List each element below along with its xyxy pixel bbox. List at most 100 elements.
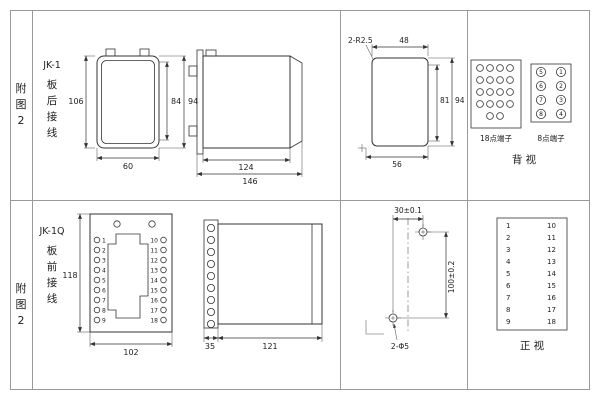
- dim-102: 102: [123, 348, 138, 357]
- terminal-number-table: 1 2 3 4 5 6 7 8 9 10 11 12 13 14 15 16 1…: [496, 217, 568, 352]
- table-cell: 10: [547, 222, 556, 230]
- table-box: [496, 217, 568, 331]
- terminal-18pt-circles: [476, 64, 514, 120]
- bottom-row-label: 附 图 2: [16, 281, 27, 327]
- dim-35: 35: [205, 342, 215, 351]
- wiring-char: 接: [47, 276, 58, 289]
- case-rear: [289, 55, 303, 149]
- model-name: JK-1Q: [39, 226, 65, 237]
- dim-56: 56: [392, 160, 402, 169]
- row-label-char: 图: [16, 98, 27, 111]
- corner-radius-note: 2-R2.5: [348, 36, 373, 45]
- table-cell: 11: [547, 234, 556, 242]
- panel-cutout-view: 2-R2.5 48 81 94 56: [348, 36, 465, 169]
- top-row-label: 附 图 2: [16, 81, 27, 127]
- terminal-number: 15: [150, 288, 158, 295]
- back-view-label: 背 视: [512, 153, 537, 166]
- terminal-8pt-box: [530, 63, 572, 123]
- front-view-label: 正 视: [520, 339, 545, 352]
- terminal-number: 9: [102, 318, 106, 325]
- dim-124: 124: [238, 163, 253, 172]
- bottom-model-label: JK-1Q 板 前 接 线: [39, 226, 65, 305]
- terminal-number: 6: [539, 83, 543, 90]
- terminal-number: 5: [102, 278, 106, 285]
- mount-hole: [113, 220, 121, 228]
- table-cell: 17: [547, 306, 556, 314]
- top-row: 附 图 2 JK-1 板 后 接 线 106 84: [16, 36, 572, 186]
- dim-100: 100±0.2: [447, 261, 456, 294]
- table-cell: 8: [506, 306, 510, 314]
- table-cell: 4: [506, 258, 511, 266]
- row-label-char: 2: [18, 114, 25, 127]
- terminal-8pt-label: 8点端子: [537, 133, 565, 143]
- table-cell: 18: [547, 318, 556, 326]
- dim-48: 48: [399, 36, 409, 45]
- terminal-number: 13: [150, 268, 158, 275]
- dim-94: 94: [455, 96, 465, 105]
- relay-front-view: 106 84 94 60: [68, 48, 198, 171]
- stud: [188, 65, 198, 77]
- row-label-char: 图: [16, 298, 27, 311]
- terminal-number: 11: [150, 248, 158, 255]
- right-terminal-column: 10 11 12 13 14 15 16 17 18: [150, 236, 167, 325]
- bottom-row: 附 图 2 JK-1Q 板 前 接 线 1 2 3 4 5 6 7: [16, 206, 568, 357]
- table-cell: 1: [506, 222, 510, 230]
- terminal-number: 17: [150, 308, 158, 315]
- drilling-plan: 30±0.1 100±0.2 2-Φ5: [365, 206, 456, 351]
- dim-146: 146: [242, 177, 257, 186]
- panel-corner-mark: [365, 320, 384, 335]
- table-right-column: 10 11 12 13 14 15 16 17 18: [547, 222, 556, 326]
- terminal-number: 2: [102, 248, 106, 255]
- terminal-number: 14: [150, 278, 158, 285]
- table-cell: 3: [506, 246, 510, 254]
- wiring-char: 接: [47, 110, 58, 123]
- stud: [188, 125, 198, 137]
- mount-stud: [105, 48, 116, 57]
- mount-hole: [148, 220, 156, 228]
- wiring-char: 线: [47, 126, 58, 139]
- terminal-number: 6: [102, 288, 106, 295]
- terminal-number: 12: [150, 258, 158, 265]
- terminal-number: 4: [559, 111, 563, 118]
- mount-stud: [139, 48, 150, 57]
- terminal-number: 8: [539, 111, 543, 118]
- wiring-char: 板: [47, 244, 58, 257]
- table-cell: 13: [547, 258, 556, 266]
- top-model-label: JK-1 板 后 接 线: [42, 60, 61, 139]
- inner-contour: [107, 233, 149, 319]
- terminal-number: 3: [102, 258, 106, 265]
- left-terminal-column: 1 2 3 4 5 6 7 8 9: [93, 236, 106, 325]
- table-cell: 6: [506, 282, 511, 290]
- terminal-18pt-label: 18点端子: [480, 133, 513, 143]
- terminal-number: 4: [102, 268, 106, 275]
- terminal-number: 16: [150, 298, 158, 305]
- terminal-18pt-box: [470, 59, 522, 129]
- table-cell: 12: [547, 246, 556, 254]
- terminal-strip-screws: [206, 223, 215, 328]
- terminal-number: 10: [150, 238, 158, 245]
- terminal-number: 7: [102, 298, 106, 305]
- table-cell: 2: [506, 234, 510, 242]
- table-cell: 5: [506, 270, 510, 278]
- dim-121: 121: [262, 342, 277, 351]
- dim-60: 60: [123, 162, 133, 171]
- terminal-number: 3: [559, 97, 563, 104]
- wiring-char: 线: [47, 292, 58, 305]
- dim-81: 81: [440, 96, 450, 105]
- row-label-char: 附: [16, 281, 27, 295]
- dim-94: 94: [188, 97, 198, 106]
- terminal-number: 7: [539, 97, 543, 104]
- dim-84: 84: [171, 97, 181, 106]
- terminal-number: 1: [102, 238, 106, 245]
- terminal-number: 18: [150, 318, 158, 325]
- wiring-char: 板: [47, 78, 58, 91]
- terminal-number: 5: [539, 69, 543, 76]
- terminal-number: 1: [559, 69, 563, 76]
- terminal-number: 2: [559, 83, 563, 90]
- table-cell: 7: [506, 294, 510, 302]
- row-label-char: 附: [16, 81, 27, 95]
- model-name: JK-1: [42, 60, 61, 71]
- table-cell: 15: [547, 282, 556, 290]
